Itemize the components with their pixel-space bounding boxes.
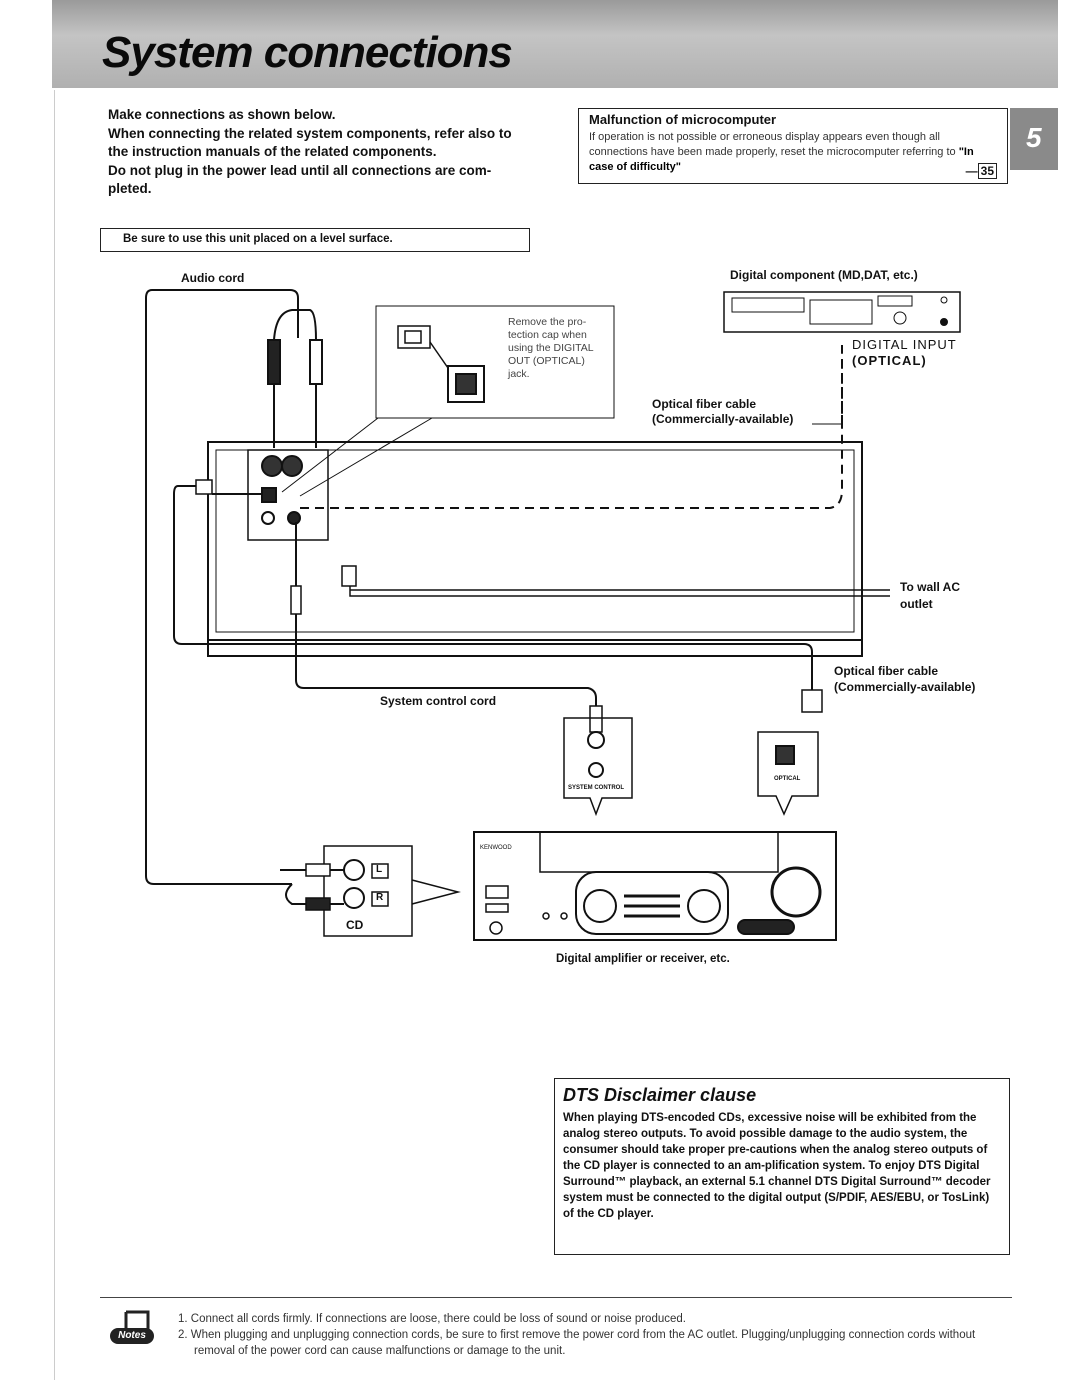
cd-r-label: R [376,892,384,903]
cd-input-r-jack [343,887,365,909]
page-edge-line [54,90,55,1380]
optical-jack-label: OPTICAL [774,776,801,782]
malfunction-link: "In case of difficulty" [589,146,974,173]
page-title: System connections [102,28,513,77]
cd-input-l-jack [343,859,365,881]
dts-heading: DTS Disclaimer clause [563,1085,757,1105]
amp-volume-knob [770,866,822,918]
digital-component-device [723,291,961,333]
malfunction-body: If operation is not possible or erroneou… [589,130,997,175]
optical-cable-label-2: Optical fiber cable [834,664,939,678]
page-number-tab: 5 [1010,108,1058,170]
optical-cable-sub-label-2: (Commercially-available) [834,680,976,694]
optical-cable-2 [173,485,813,690]
optical-cable-sub-label-1: (Commercially-available) [652,412,794,426]
system-control-jack-b [588,762,604,778]
rca-plug-left [267,339,281,385]
digital-component-label: Digital component (MD,DAT, etc.) [730,268,918,282]
optical-in-jack [775,745,795,765]
notes-icon: Notes [104,1308,156,1354]
level-surface-note: Be sure to use this unit placed on a lev… [100,228,530,252]
title-banner: System connections [52,0,1058,88]
note-item-2: 2. When plugging and unplugging connecti… [178,1329,976,1357]
dts-disclaimer-box: DTS Disclaimer clause When playing DTS-e… [554,1078,1010,1255]
dts-body: When playing DTS-encoded CDs, excessive … [563,1112,991,1220]
page-reference: —35 [966,163,997,179]
remove-cap-callout [375,305,615,419]
analog-out-r-jack [281,455,303,477]
ac-power-cord [349,586,890,597]
cd-input-label: CD [346,918,364,932]
amp-brand-label: KENWOOD [480,845,512,851]
system-control-callout [563,717,633,817]
page-number: 5 [1026,122,1042,153]
audio-cord-split [273,309,317,341]
sys-control-jack-1 [261,511,275,525]
cd-input-callout [323,845,413,937]
analog-out-l-jack [261,455,283,477]
system-control-cord [295,522,597,706]
rca-plug-right [309,339,323,385]
wall-ac-outlet-label: outlet [900,597,933,611]
notes-list: 1. Connect all cords firmly. If connecti… [178,1311,998,1359]
ac-inlet [341,565,357,587]
system-control-cord-label: System control cord [380,694,497,708]
malfunction-heading: Malfunction of microcomputer [589,112,777,127]
cd-l-label: L [376,864,383,875]
amplifier-label: Digital amplifier or receiver, etc. [556,953,730,965]
intro-line-1: Make connections as shown below. [108,107,336,122]
system-control-jack-a [587,731,605,749]
intro-line-3: Do not plug in the power lead until all … [108,163,492,196]
intro-line-2: When connecting the related system compo… [108,126,512,159]
audio-cord-label: Audio cord [181,271,245,285]
notes-divider [100,1297,1012,1298]
digital-out-jack [261,487,277,503]
cd-player-rear [207,441,863,641]
digital-input-optical-label: (OPTICAL) [852,353,927,368]
optical-callout [757,731,819,816]
optical-cable-label-1: Optical fiber cable [652,397,757,411]
notes-icon-label: Notes [110,1328,154,1344]
amp-knob-left [583,889,617,923]
remove-cap-note: Remove the pro-tection cap when using th… [508,316,594,380]
malfunction-box: Malfunction of microcomputer If operatio… [578,108,1008,184]
malfunction-text: If operation is not possible or erroneou… [589,131,956,158]
system-control-jack-label: SYSTEM CONTROL [568,785,625,791]
amp-knob-right [687,889,721,923]
page-reference-number: 35 [977,163,997,179]
sys-control-jack-2 [287,511,301,525]
digital-input-label: DIGITAL INPUT [852,337,957,352]
optical-cable-dashed [300,345,843,509]
note-item-1: 1. Connect all cords firmly. If connecti… [178,1313,686,1325]
wall-ac-label: To wall AC [900,580,960,594]
intro-text: Make connections as shown below. When co… [108,106,530,199]
audio-cord [145,289,299,885]
